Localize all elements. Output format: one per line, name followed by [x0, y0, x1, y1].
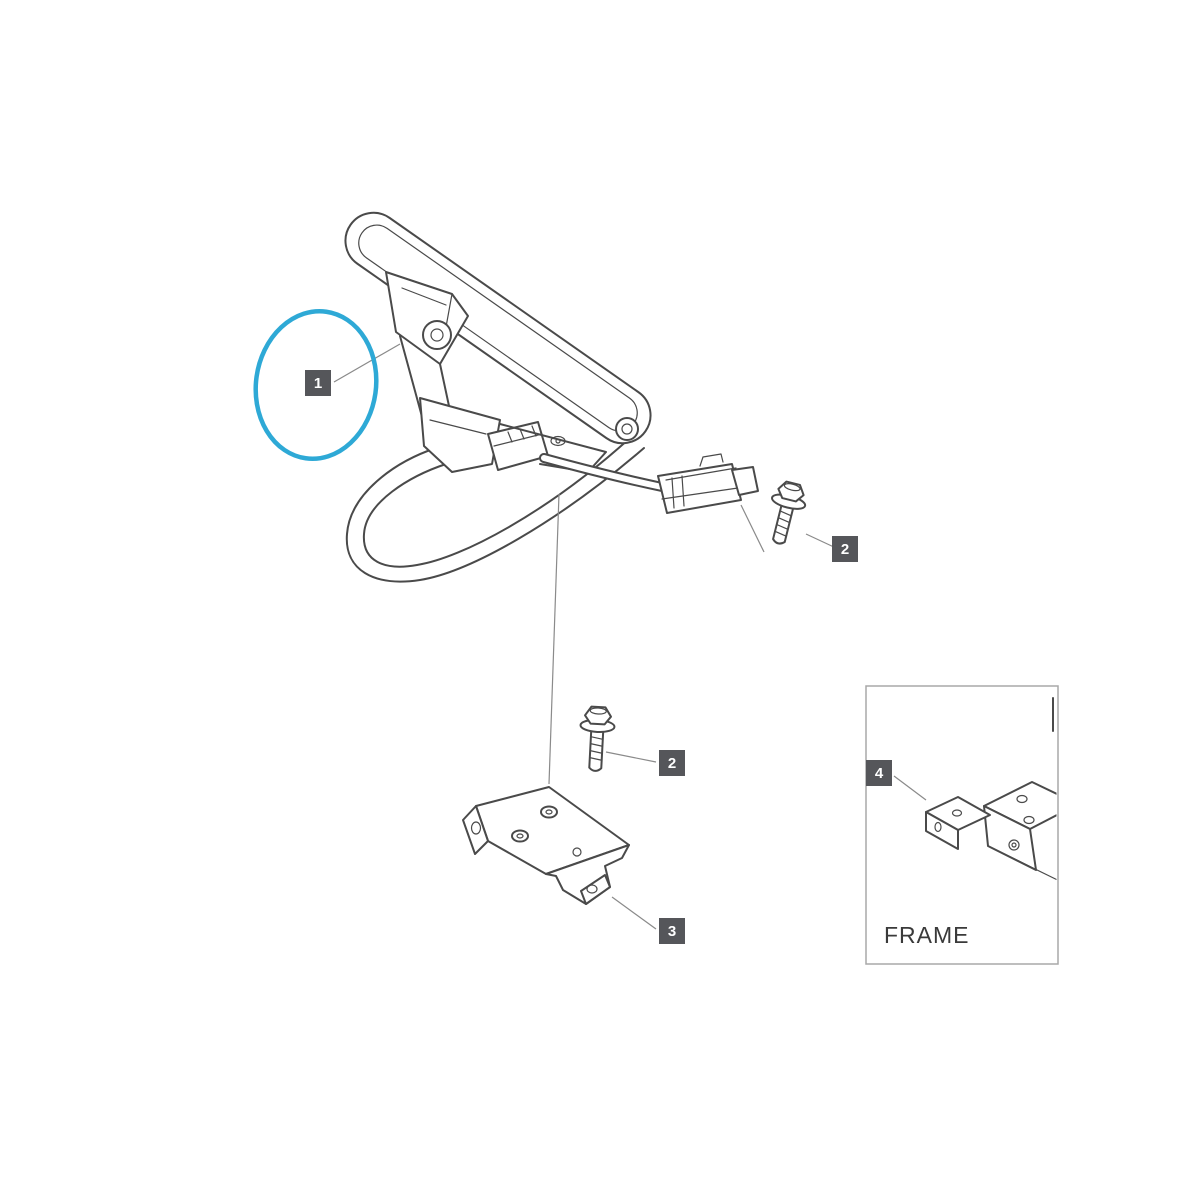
- wiring-cable: [539, 453, 667, 492]
- callout-part-4: 4: [866, 760, 892, 786]
- pedal-mechanism: [385, 271, 607, 473]
- inset-caption-frame: FRAME: [884, 922, 970, 948]
- callout-part-1: 1: [305, 370, 331, 396]
- callout-part-3: 3: [659, 918, 685, 944]
- callout-part-2-lower: 2: [659, 750, 685, 776]
- callout-part-2-upper: 2: [832, 536, 858, 562]
- pivot-bolt: [422, 320, 452, 350]
- frame-inset: [865, 685, 1059, 965]
- flange-bolt-upper: [771, 480, 807, 545]
- part-4-bracket: [925, 796, 991, 850]
- flange-bolt-lower: [579, 705, 616, 772]
- leader-lines: [333, 343, 927, 930]
- part-1-highlight-circle: [253, 308, 379, 462]
- frame-piece: [983, 781, 1057, 881]
- sensor-body: [419, 397, 501, 473]
- connector-plug: [657, 453, 765, 553]
- mounting-bracket: [462, 786, 630, 905]
- pedal-pad: [344, 211, 652, 445]
